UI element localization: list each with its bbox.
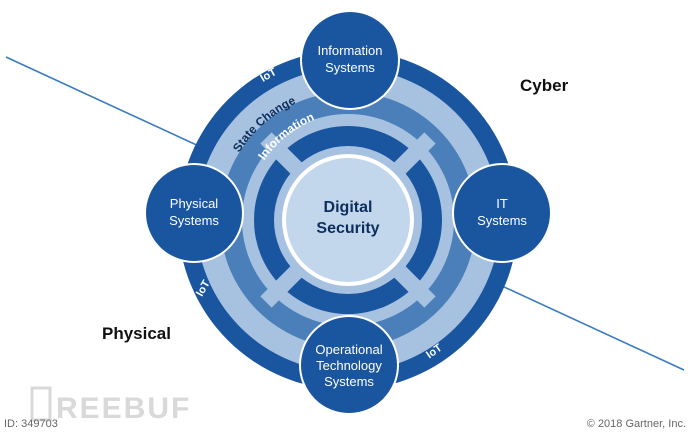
- center-label-line1: Digital: [324, 199, 373, 216]
- region-label-physical: Physical: [102, 324, 171, 343]
- outer-ring-notches: [262, 81, 432, 360]
- node-it-systems: IT Systems: [452, 163, 552, 263]
- node-information-systems-line2: Systems: [325, 60, 375, 75]
- region-label-cyber: Cyber: [520, 76, 569, 95]
- node-ot-systems-line3: Systems: [324, 374, 374, 389]
- freebuf-watermark: REEBUF: [30, 386, 191, 425]
- center-label-line2: Security: [316, 220, 379, 237]
- node-it-systems-line1: IT: [496, 196, 508, 211]
- node-physical-systems-line1: Physical: [170, 196, 219, 211]
- node-ot-systems-line1: Operational: [315, 342, 382, 357]
- node-information-systems-line1: Information: [317, 43, 382, 58]
- watermark-text: REEBUF: [56, 392, 191, 425]
- node-physical-systems: Physical Systems: [144, 163, 244, 263]
- node-it-systems-line2: Systems: [477, 213, 527, 228]
- node-operational-technology-systems: Operational Technology Systems: [299, 315, 399, 415]
- node-physical-systems-line2: Systems: [169, 213, 219, 228]
- center-circle: [286, 158, 410, 282]
- footer-id: ID: 349703: [4, 418, 58, 430]
- footer-copyright: © 2018 Gartner, Inc.: [587, 418, 686, 430]
- node-ot-systems-line2: Technology: [316, 358, 382, 373]
- node-information-systems: Information Systems: [300, 10, 400, 110]
